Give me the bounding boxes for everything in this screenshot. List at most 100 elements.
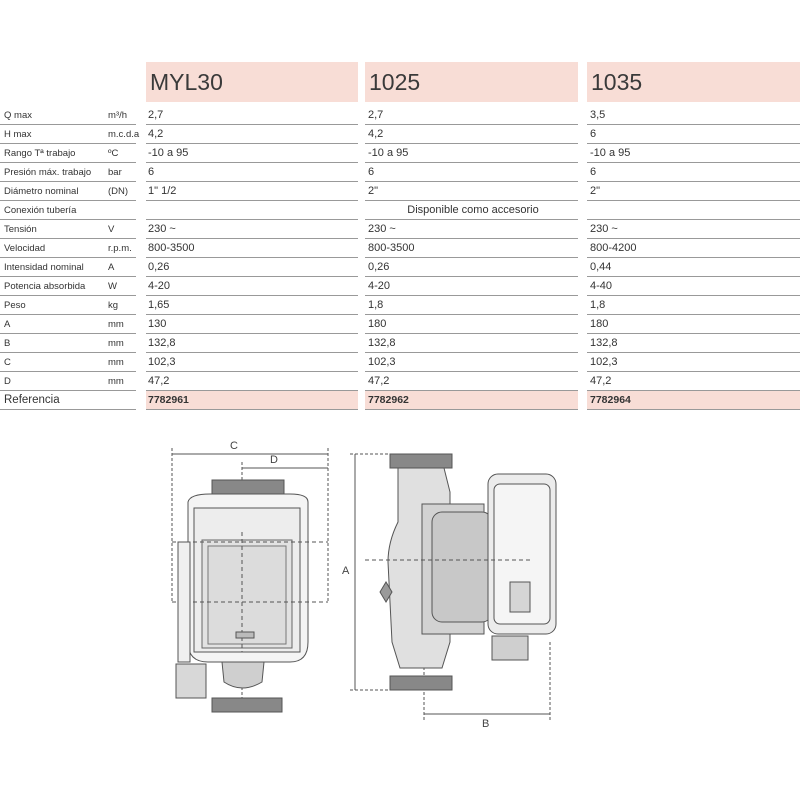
row-unit: mm [108, 338, 124, 349]
row-label: Potencia absorbida [4, 281, 86, 292]
table-row: Conexión tubería Disponible como accesori… [0, 201, 800, 220]
top-connection-side [389, 453, 453, 469]
column-header-1035: 1035 [587, 62, 800, 102]
row-unit: r.p.m. [108, 243, 132, 254]
column-header-myl30: MYL30 [146, 62, 358, 102]
row-value: 6 [368, 166, 375, 178]
row-value: 47,2 [368, 375, 390, 387]
row-unit: (DN) [108, 186, 129, 197]
table-row: Peso kg 1,65 1,8 1,8 [0, 296, 800, 315]
row-unit: W [108, 281, 117, 292]
row-label: Diámetro nominal [4, 186, 79, 197]
row-value: 0,26 [148, 261, 170, 273]
row-value: 180 [590, 318, 609, 330]
row-unit: ºC [108, 148, 119, 159]
row-label: Presión máx. trabajo [4, 167, 92, 178]
row-value: 1,65 [148, 299, 170, 311]
table-row: Velocidad r.p.m. 800-3500 800-3500 800-4200 [0, 239, 800, 258]
row-value: 132,8 [590, 337, 618, 349]
reference-label: Referencia [4, 394, 60, 406]
row-label: Velocidad [4, 243, 46, 254]
reference-value: 7782962 [368, 394, 409, 406]
pump-technical-drawing: C D A B [171, 440, 557, 730]
row-value: 47,2 [590, 375, 612, 387]
row-label: Intensidad nominal [4, 262, 84, 273]
row-value: 1" 1/2 [148, 185, 177, 197]
reference-value: 7782964 [590, 394, 631, 406]
dim-label-c: C [230, 440, 238, 452]
row-value: 230 ~ [368, 223, 396, 235]
row-span-value: Disponible como accesorio [407, 204, 539, 216]
dim-label-d: D [270, 454, 278, 466]
row-label: Conexión tubería [4, 205, 77, 216]
row-value: 6 [590, 128, 597, 140]
row-label: B [4, 338, 11, 349]
row-value: 800-3500 [368, 242, 415, 254]
row-value: 3,5 [590, 109, 606, 121]
row-unit: mm [108, 319, 124, 330]
row-value: 2" [368, 185, 379, 197]
bottom-connection-side [389, 675, 453, 691]
row-unit: A [108, 262, 115, 273]
row-value: 2" [590, 185, 601, 197]
row-value: 6 [148, 166, 155, 178]
row-value: 4-20 [368, 280, 391, 292]
row-unit: bar [108, 167, 122, 178]
row-value: 180 [368, 318, 387, 330]
row-value: -10 a 95 [148, 147, 189, 159]
row-value: 230 ~ [148, 223, 176, 235]
row-unit: mm [108, 357, 124, 368]
table-row: H max m.c.d.a 4,2 4,2 6 [0, 125, 800, 144]
row-value: 4-40 [590, 280, 613, 292]
row-value: 4,2 [148, 128, 164, 140]
row-label: A [4, 319, 11, 330]
row-value: 1,8 [368, 299, 384, 311]
row-value: 2,7 [148, 109, 164, 121]
row-value: 4-20 [148, 280, 171, 292]
row-value: 4,2 [368, 128, 384, 140]
row-value: 1,8 [590, 299, 606, 311]
row-value: 0,44 [590, 261, 612, 273]
table-row: Q max m³/h 2,7 2,7 3,5 [0, 106, 800, 125]
row-label: Rango Tª trabajo [4, 148, 76, 159]
dim-label-b: B [482, 718, 489, 730]
row-label: Tensión [4, 224, 37, 235]
row-value: 102,3 [148, 356, 176, 368]
column-header-1025: 1025 [365, 62, 578, 102]
row-value: 102,3 [590, 356, 618, 368]
reference-row: Referencia 7782961 7782962 7782964 [0, 391, 800, 410]
row-label: C [4, 357, 11, 368]
row-label: H max [4, 129, 32, 140]
table-row: Diámetro nominal (DN) 1" 1/2 2" 2" [0, 182, 800, 201]
row-value: 132,8 [368, 337, 396, 349]
row-value: 130 [148, 318, 167, 330]
row-value: 102,3 [368, 356, 396, 368]
bottom-connection-front [211, 697, 283, 713]
row-value: 800-3500 [148, 242, 195, 254]
row-unit: kg [108, 300, 119, 311]
table-row: Presión máx. trabajo bar 6 6 6 [0, 163, 800, 182]
row-unit: m³/h [108, 110, 127, 121]
row-unit: V [108, 224, 115, 235]
row-value: 2,7 [368, 109, 384, 121]
reference-value: 7782961 [148, 394, 189, 406]
row-unit: m.c.d.a [108, 129, 140, 140]
row-label: Peso [4, 300, 26, 311]
row-value: 0,26 [368, 261, 390, 273]
row-value: 6 [590, 166, 597, 178]
top-connection-front [211, 479, 285, 495]
row-value: 132,8 [148, 337, 176, 349]
row-unit: mm [108, 376, 124, 387]
row-label: D [4, 376, 11, 387]
table-row: Intensidad nominal A 0,26 0,26 0,44 [0, 258, 800, 277]
table-row: Potencia absorbida W 4-20 4-20 4-40 [0, 277, 800, 296]
row-value: 800-4200 [590, 242, 637, 254]
dim-label-a: A [342, 565, 350, 577]
row-label: Q max [4, 110, 32, 121]
